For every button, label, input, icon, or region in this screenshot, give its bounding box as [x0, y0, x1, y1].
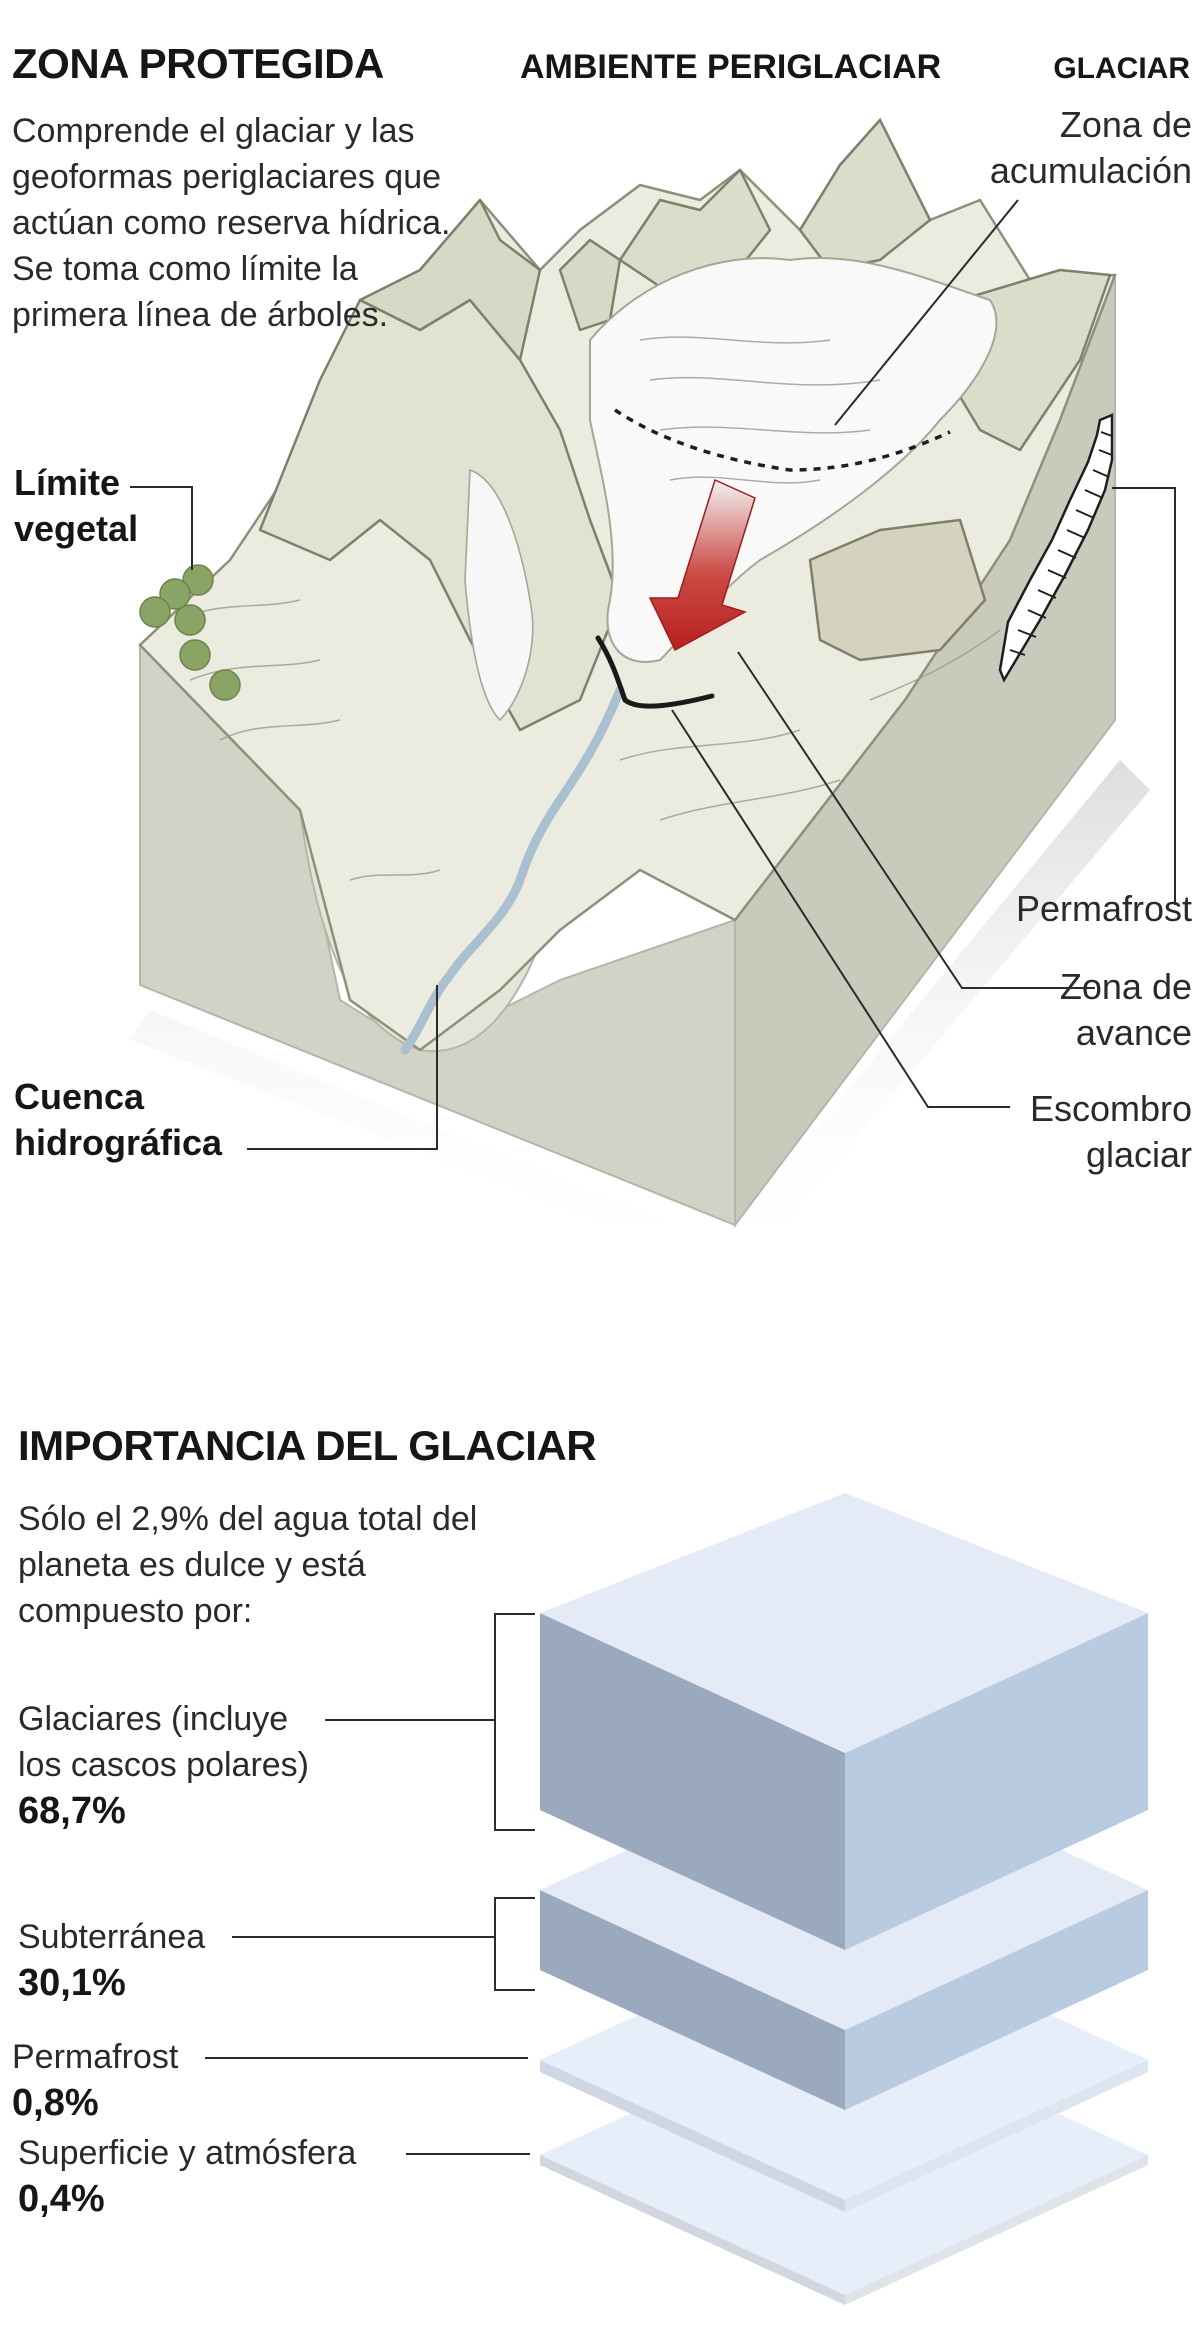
- leader-rock-glacier: [671, 709, 1010, 1108]
- leader-basin: [247, 985, 438, 1150]
- rock-glacier-front: [595, 635, 715, 709]
- permafrost-hatch: [998, 413, 1114, 683]
- periglacial-title: AMBIENTE PERIGLACIAR: [520, 48, 942, 86]
- tree-line: [139, 564, 241, 701]
- share-item-surface-atmosphere: Superficie y atmósfera 0,4%: [18, 2130, 418, 2222]
- contour-lines: [179, 336, 1001, 881]
- share-label: Permafrost: [12, 2038, 179, 2076]
- share-item-groundwater: Subterránea 30,1%: [18, 1914, 258, 2006]
- accumulation-boundary: [614, 408, 951, 472]
- share-label: Subterránea: [18, 1918, 206, 1956]
- label-permafrost: Permafrost: [1015, 888, 1192, 929]
- block-shadow: [130, 760, 1150, 1275]
- share-item-glaciers: Glaciares (incluye los cascos polares) 6…: [18, 1696, 318, 1834]
- leader-lines-bottom: [205, 1613, 535, 2155]
- advance-arrow: [648, 478, 756, 652]
- importance-intro: Sólo el 2,9% del agua total del planeta …: [18, 1500, 478, 1630]
- share-value: 30,1%: [18, 1962, 126, 2004]
- glacier-tongue: [464, 468, 534, 722]
- share-label: Superficie y atmósfera: [18, 2134, 357, 2172]
- share-value: 68,7%: [18, 1790, 126, 1832]
- protected-zone-description: Comprende el glaciar y las geoformas per…: [12, 112, 451, 334]
- protected-zone-title: ZONA PROTEGIDA: [12, 40, 384, 87]
- leader-lines-top: [130, 199, 1176, 1150]
- glacier-label: GLACIAR: [1053, 52, 1190, 85]
- leader-permafrost: [1112, 487, 1176, 905]
- label-accumulation-zone: Zona de acumulación: [989, 104, 1192, 191]
- bracket-glaciers: [494, 1613, 535, 1831]
- label-rock-glacier: Escombro glaciar: [1029, 1088, 1192, 1175]
- label-advance-zone: Zona de avance: [1059, 966, 1192, 1053]
- bracket-groundwater: [494, 1897, 535, 1991]
- label-vegetal-limit: Límite vegetal: [14, 462, 139, 549]
- water-share-blocks: [540, 1493, 1148, 2305]
- share-label: Glaciares (incluye los cascos polares): [18, 1700, 310, 1784]
- share-item-permafrost: Permafrost 0,8%: [12, 2034, 252, 2126]
- share-value: 0,8%: [12, 2082, 99, 2124]
- share-value: 0,4%: [18, 2178, 105, 2220]
- leader-advance: [737, 651, 1095, 989]
- terrain-block: [130, 117, 1150, 1275]
- leader-vegetal: [130, 486, 193, 570]
- block-glaciers: [540, 1493, 1148, 1950]
- importance-title: IMPORTANCIA DEL GLACIAR: [18, 1422, 597, 1469]
- leader-accumulation: [834, 199, 1019, 426]
- label-hydrographic-basin: Cuenca hidrográfica: [14, 1076, 223, 1163]
- mountain-ridges: [258, 118, 1112, 732]
